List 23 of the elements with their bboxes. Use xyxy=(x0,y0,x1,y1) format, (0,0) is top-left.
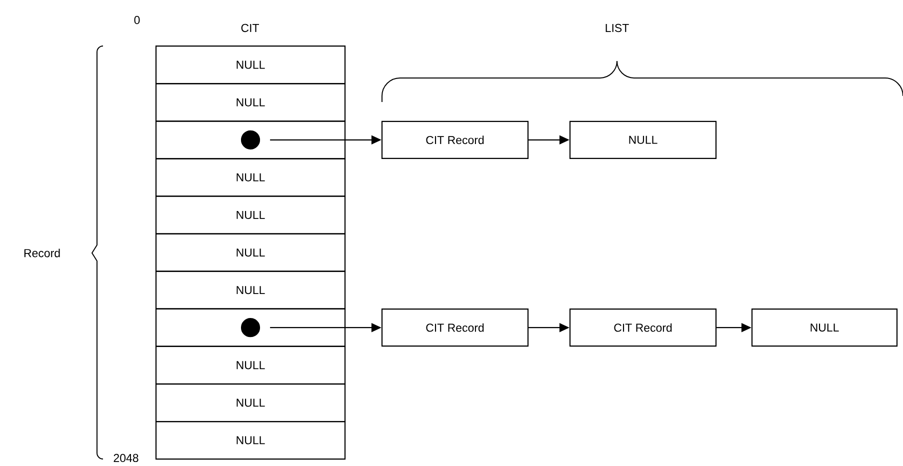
index-label: 2048 xyxy=(114,454,138,462)
null-cell: NULL xyxy=(155,346,346,384)
pointer-cell xyxy=(155,308,346,347)
pointer-dot xyxy=(240,130,260,150)
index-label: 0 xyxy=(134,16,140,24)
record-box: CIT Record xyxy=(381,308,529,347)
pointer-dot xyxy=(240,318,260,338)
null-cell: NULL xyxy=(155,158,346,197)
null-cell: NULL xyxy=(155,233,346,272)
record-box: CIT Record xyxy=(569,308,717,347)
record-box: CIT Record xyxy=(381,120,529,159)
column-title: LIST xyxy=(606,24,629,32)
null-cell: NULL xyxy=(155,46,346,84)
null-cell: NULL xyxy=(155,270,346,310)
pointer-cell xyxy=(155,120,346,160)
record-box: NULL xyxy=(751,308,898,347)
null-cell: NULL xyxy=(155,383,346,422)
null-cell: NULL xyxy=(155,420,346,460)
null-cell: NULL xyxy=(155,83,346,122)
record-box: NULL xyxy=(569,120,717,159)
column-title: CIT xyxy=(241,24,259,32)
null-cell: NULL xyxy=(155,196,346,234)
axis-label: Record xyxy=(24,248,60,258)
